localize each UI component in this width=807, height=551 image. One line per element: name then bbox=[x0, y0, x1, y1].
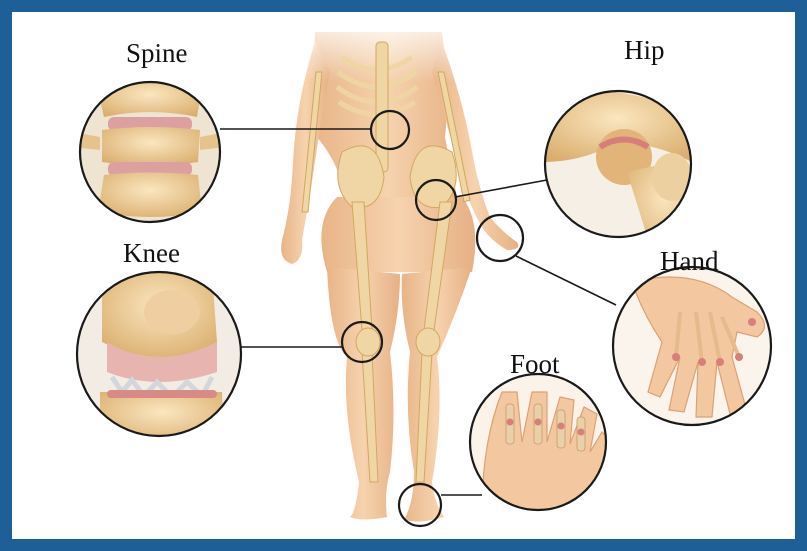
label-hip: Hip bbox=[624, 37, 665, 64]
label-foot: Foot bbox=[510, 351, 560, 378]
hand-inset bbox=[613, 267, 771, 425]
hand-connector bbox=[516, 256, 616, 305]
hip-inset bbox=[542, 90, 702, 253]
diagram-canvas: Spine Hip Knee Hand Foot bbox=[12, 12, 795, 539]
foot-inset bbox=[470, 374, 612, 512]
knee-inset bbox=[77, 272, 241, 442]
label-spine: Spine bbox=[126, 40, 188, 67]
label-hand: Hand bbox=[660, 248, 718, 275]
label-knee: Knee bbox=[123, 240, 180, 267]
spine-inset bbox=[72, 80, 227, 223]
